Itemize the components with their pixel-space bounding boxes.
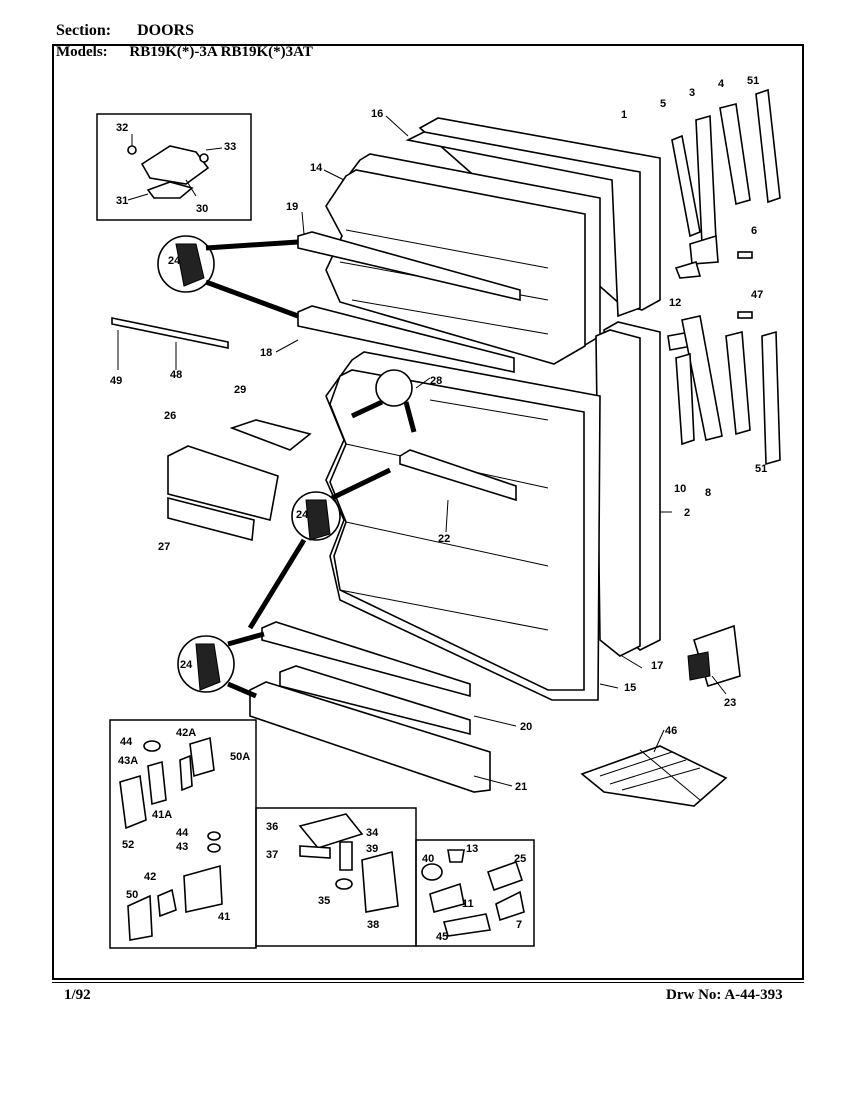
callout-6: 6 <box>751 225 757 237</box>
callout-37: 37 <box>266 849 278 861</box>
callout-3: 3 <box>689 87 695 99</box>
callout-21: 21 <box>515 781 527 793</box>
callout-40: 40 <box>422 853 434 865</box>
section-value: DOORS <box>137 22 195 39</box>
callout-22: 22 <box>438 533 450 545</box>
callout-33: 33 <box>224 141 236 153</box>
leader-lines <box>275 115 727 787</box>
models-value: RB19K(*)-3A RB19K(*)3AT <box>129 44 313 60</box>
callout-50a: 50A <box>230 751 250 763</box>
callout-43: 43 <box>176 841 188 853</box>
section-label: Section: <box>56 22 112 39</box>
callout-28: 28 <box>430 375 442 387</box>
fresh-food-door-outer <box>595 321 661 657</box>
callout-13: 13 <box>466 843 478 855</box>
hinge-parts-right <box>667 88 781 466</box>
rail-bar <box>111 317 229 370</box>
callout-50: 50 <box>126 889 138 901</box>
callout-36: 36 <box>266 821 278 833</box>
zoom-callout-lower <box>177 631 265 699</box>
zoom-callout-28 <box>350 369 417 433</box>
callout-12: 12 <box>669 297 681 309</box>
callout-51-bottom: 51 <box>755 463 767 475</box>
callout-30: 30 <box>196 203 208 215</box>
callout-19: 19 <box>286 201 298 213</box>
callout-26: 26 <box>164 410 176 422</box>
callout-10: 10 <box>674 483 686 495</box>
callout-24-middle: 24 <box>296 509 309 521</box>
zoom-callout-upper <box>157 235 299 319</box>
callout-32: 32 <box>116 122 128 134</box>
callout-5: 5 <box>660 98 666 110</box>
footer-date: 1/92 <box>64 987 91 1003</box>
callout-4: 4 <box>718 78 725 90</box>
hinge-inset-bottom-right <box>415 839 535 947</box>
callout-8: 8 <box>705 487 711 499</box>
callout-35: 35 <box>318 895 330 907</box>
callout-39: 39 <box>366 843 378 855</box>
models-label: Models: <box>56 44 108 60</box>
fresh-food-shelf-bars <box>249 449 517 793</box>
callout-52: 52 <box>122 839 134 851</box>
fresh-food-door-liner <box>325 351 601 701</box>
models-row: Models: RB19K(*)-3A RB19K(*)3AT <box>56 44 313 61</box>
callout-29: 29 <box>234 384 246 396</box>
callout-42a: 42A <box>176 727 196 739</box>
callout-46: 46 <box>665 725 677 737</box>
hinge-inset-bottom-left <box>109 719 257 949</box>
callout-44-bottom: 44 <box>176 827 189 839</box>
hinge-inset-top <box>96 113 252 221</box>
dairy-compartment <box>167 419 312 542</box>
callout-20: 20 <box>520 721 532 733</box>
callout-41a: 41A <box>152 809 172 821</box>
callout-48: 48 <box>170 369 182 381</box>
callout-38: 38 <box>367 919 379 931</box>
callout-51-top: 51 <box>747 75 759 87</box>
callout-23: 23 <box>724 697 736 709</box>
callout-47: 47 <box>751 289 763 301</box>
callout-2: 2 <box>684 507 690 519</box>
callout-17: 17 <box>651 660 663 672</box>
freezer-shelf-bars <box>297 231 521 373</box>
freezer-door-liner <box>325 153 601 365</box>
callout-24-lower: 24 <box>180 659 193 671</box>
callout-15: 15 <box>624 682 636 694</box>
callout-14: 14 <box>310 162 323 174</box>
ice-tray-46 <box>580 745 728 807</box>
callout-27: 27 <box>158 541 170 553</box>
callout-34: 34 <box>366 827 379 839</box>
section-row: Section: DOORS <box>56 22 194 40</box>
callout-44-top: 44 <box>120 736 133 748</box>
hinge-inset-bottom-center <box>255 807 417 947</box>
callout-49: 49 <box>110 375 122 387</box>
drawing-number: Drw No: A-44-393 <box>666 987 783 1003</box>
callout-1: 1 <box>621 109 627 121</box>
callout-41: 41 <box>218 911 230 923</box>
callout-24-upper: 24 <box>168 255 181 267</box>
callout-43a: 43A <box>118 755 138 767</box>
callout-16: 16 <box>371 108 383 120</box>
bracket-23 <box>687 624 741 688</box>
zoom-callout-middle <box>247 467 392 630</box>
callout-25: 25 <box>514 853 526 865</box>
callout-31: 31 <box>116 195 128 207</box>
callout-45: 45 <box>436 931 448 943</box>
callout-7: 7 <box>516 919 522 931</box>
callout-42: 42 <box>144 871 156 883</box>
footer-rule <box>52 982 804 983</box>
callout-labels: 1 2 3 4 5 6 7 8 10 11 12 13 14 15 16 17 … <box>110 75 767 943</box>
callout-11: 11 <box>462 898 474 910</box>
diagram-frame <box>52 44 804 980</box>
callout-18: 18 <box>260 347 272 359</box>
